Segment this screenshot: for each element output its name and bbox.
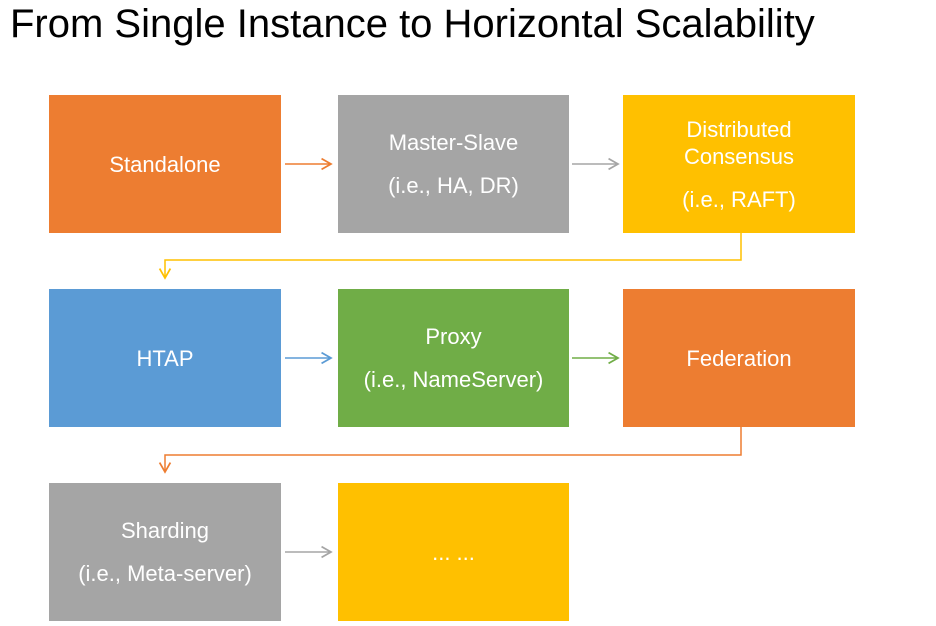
box-federation: Federation [623, 289, 855, 427]
box-more: ... ... [338, 483, 569, 621]
page-title: From Single Instance to Horizontal Scala… [10, 2, 815, 46]
box-htap-label: HTAP [136, 345, 194, 371]
box-distributed-consensus: Distributed Consensus (i.e., RAFT) [623, 95, 855, 233]
box-master-slave-sublabel: (i.e., HA, DR) [388, 173, 519, 198]
box-sharding-label: Sharding [120, 518, 210, 543]
box-proxy-label: Proxy [425, 324, 482, 349]
box-master-slave: Master-Slave (i.e., HA, DR) [338, 95, 569, 233]
box-sharding-sublabel: (i.e., Meta-server) [78, 561, 252, 586]
box-more-label: ... ... [432, 539, 475, 565]
arrow-distributed-consensus-to-htap [158, 233, 742, 280]
box-proxy-sublabel: (i.e., NameServer) [363, 367, 544, 392]
arrow-federation-to-sharding [158, 427, 742, 474]
box-standalone: Standalone [49, 95, 281, 233]
box-distributed-consensus-sublabel: (i.e., RAFT) [682, 186, 796, 212]
box-standalone-label: Standalone [109, 151, 221, 177]
box-federation-label: Federation [686, 345, 792, 371]
box-htap: HTAP [49, 289, 281, 427]
box-proxy: Proxy (i.e., NameServer) [338, 289, 569, 427]
box-distributed-consensus-label: Distributed Consensus [683, 116, 795, 169]
box-master-slave-label: Master-Slave [388, 130, 519, 155]
box-sharding: Sharding (i.e., Meta-server) [49, 483, 281, 621]
